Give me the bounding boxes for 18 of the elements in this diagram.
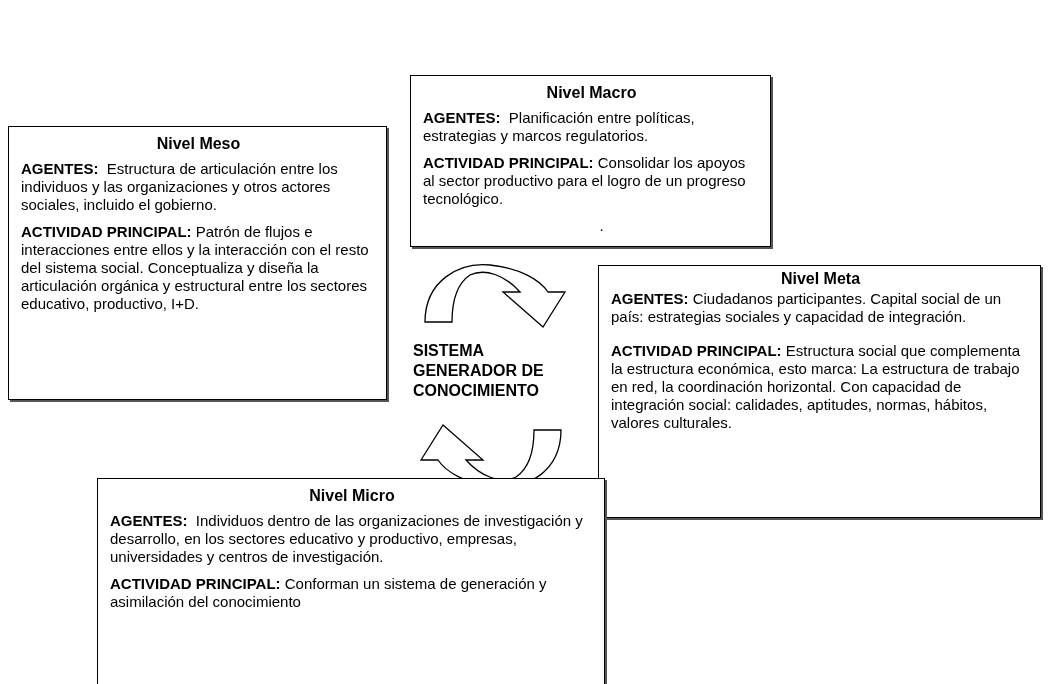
description-text: AGENTES: Planificación entre políticas, estrategias y marcos regulatorios. bbox=[423, 109, 696, 145]
description-text: ACTIVIDAD PRINCIPAL: Consolidar los apoyos al sector productivo para el logro de un progreso tecnológico. bbox=[423, 154, 747, 208]
description-text: AGENTES: Ciudadanos participantes. Capital social de un país: estrategias sociales y capacidad de integración. bbox=[611, 290, 1003, 326]
level-title: Nivel Micro bbox=[308, 487, 396, 505]
level-box bbox=[97, 478, 605, 684]
description-text: ACTIVIDAD PRINCIPAL: Conforman un sistema de generación y asimilación del conocimiento bbox=[110, 575, 548, 611]
description-text: AGENTES: Individuos dentro de las organizaciones de investigación y desarrollo, en los sectores educativo y productivo, empresas, universidades y centros de investigación. bbox=[110, 512, 584, 566]
level-title: Nivel Meso bbox=[155, 135, 242, 153]
center-label: SISTEMA GENERADOR DE CONOCIMIENTO bbox=[413, 341, 545, 401]
level-box bbox=[598, 265, 1041, 518]
description-text: AGENTES: Estructura de articulación entre los individuos y las organizaciones y otros actores sociales, incluido el gobierno. bbox=[21, 160, 339, 214]
level-box bbox=[410, 75, 771, 247]
level-box bbox=[8, 126, 387, 400]
description-text: ACTIVIDAD PRINCIPAL: Estructura social que complementa la estructura económica, esto marca: La estructura de trabajo en red, la coordinación horizontal. Con capacidad de integración social: calidades, aptitudes, normas, hábitos, valores culturales. bbox=[611, 342, 1021, 432]
level-title: Nivel Macro bbox=[545, 84, 638, 102]
note-text: . bbox=[598, 217, 605, 234]
level-title: Nivel Meta bbox=[779, 270, 862, 288]
description-text: ACTIVIDAD PRINCIPAL: Patrón de flujos e interacciones entre ellos y la interacción con el resto del sistema social. Conceptualiza y diseña la articulación orgánica y estructural entre los sectores educativo, productivo, I+D. bbox=[21, 223, 370, 313]
